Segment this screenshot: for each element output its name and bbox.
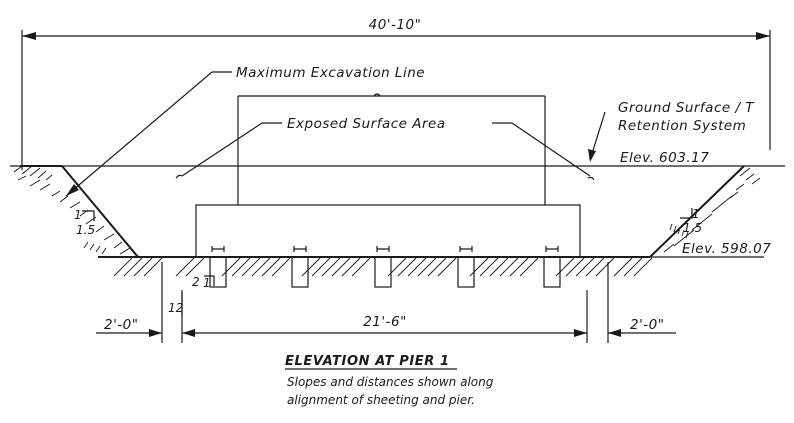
low-slope-run: 1 [203,276,211,290]
exposed-surface-label: Exposed Surface Area [287,116,446,132]
footing-width-label: 21'-6" [363,314,407,330]
vertical-value: 12 [168,301,183,315]
elev-top-label: Elev. 603.17 [620,150,709,166]
left-slope-rise: 1 [74,208,82,222]
max-excavation-callout: Maximum Excavation Line [65,65,425,197]
earth-hatching [13,165,761,277]
low-slope-rise: 2 [192,275,200,289]
overall-width-label: 40'-10" [369,17,422,33]
caption-note-line1: Slopes and distances shown along [287,375,494,389]
right-offset-dimension: 2'-0" [608,317,676,337]
exposed-surface-frame [237,93,546,205]
pile [291,246,309,288]
dimension-arrow-left [22,32,36,40]
right-slope-symbol: 1 1.5 [680,207,702,235]
footing-dimension: 21'-6" [182,314,587,337]
max-excavation-label: Maximum Excavation Line [236,65,425,81]
right-slope-run: 1.5 [683,221,702,235]
caption-note-line2: alignment of sheeting and pier. [287,393,475,407]
left-slope-symbol: 1 1.5 [74,208,95,237]
right-slope-rise: 1 [692,207,700,221]
left-slope [20,165,139,258]
right-slope [649,165,745,258]
caption-title: ELEVATION AT PIER 1 [285,354,450,369]
low-slope-symbol: 2 1 12 [168,275,215,315]
left-slope-run: 1.5 [76,223,95,237]
ground-surface-label-line2: Retention System [618,118,746,134]
dimension-arrow-right [756,32,770,40]
ground-surface-label-line1: Ground Surface / T [618,100,755,116]
pile-group [209,246,561,288]
drawing-caption: ELEVATION AT PIER 1 Slopes and distances… [285,354,494,407]
pile [209,246,227,288]
break-mark [373,93,381,97]
overall-dimension: 40'-10" [21,17,771,170]
elev-bottom-label: Elev. 598.07 [682,241,771,257]
ground-surface-callout: Ground Surface / T Retention System [588,100,755,162]
left-offset-label: 2'-0" [104,317,138,333]
pile [374,246,392,288]
pile [457,246,475,288]
left-offset-dimension: 2'-0" [96,317,162,337]
exposed-surface-callout: Exposed Surface Area [175,116,595,181]
pile [543,246,561,288]
right-offset-label: 2'-0" [630,317,664,333]
